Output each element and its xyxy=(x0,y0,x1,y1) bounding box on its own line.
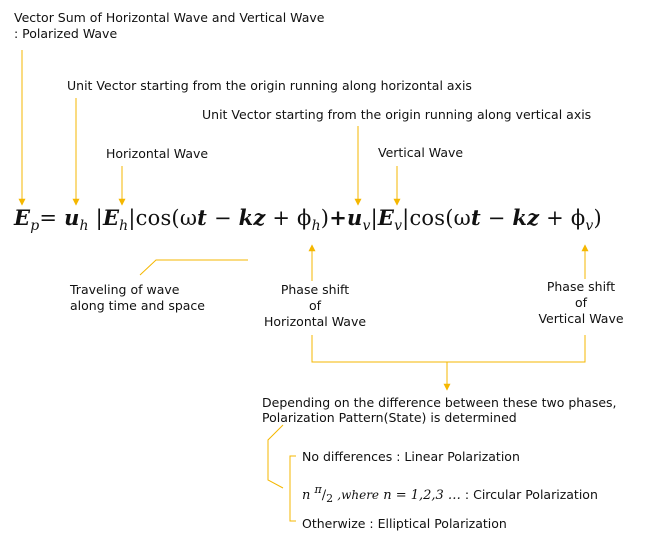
vertical-wave-label: Vertical Wave xyxy=(378,145,464,160)
phase-h-label-1: Phase shift xyxy=(280,282,350,297)
eq-sub-v1: v xyxy=(362,218,371,234)
eq-equals: = xyxy=(39,206,58,230)
eq-sub-v3: v xyxy=(585,218,594,234)
polarization-equation: Ep= uh |Eh|cos(ωt − kz + ϕh)+uv|Ev|cos(ω… xyxy=(14,205,602,234)
eq-sub-h1: h xyxy=(79,218,89,234)
traveling-connector xyxy=(139,259,248,276)
depending-label-1: Depending on the difference between thes… xyxy=(262,395,617,410)
elliptical-polarization-label: Otherwize : Elliptical Polarization xyxy=(302,516,507,531)
eq-e-v: E xyxy=(377,205,395,230)
circular-result: : Circular Polarization xyxy=(464,487,598,502)
eq-bar3: | xyxy=(370,206,378,230)
eq-sub-v2: v xyxy=(394,218,403,234)
eq-sub-h3: h xyxy=(311,218,321,234)
eq-cos-h: cos(ω xyxy=(135,206,198,230)
phase-v-label-2: of xyxy=(574,295,588,310)
phase-v-label-1: Phase shift xyxy=(546,279,616,294)
circular-condition: n π/2 ,where n = 1,2,3 … xyxy=(302,483,461,505)
eq-sub-p: p xyxy=(30,218,40,234)
eq-e: E xyxy=(14,205,31,230)
phase-v-label-3: Vertical Wave xyxy=(538,311,624,326)
circular-pi: π xyxy=(314,483,322,496)
eq-close-v: ) xyxy=(593,206,602,230)
circular-two: 2 xyxy=(326,492,334,505)
eq-sub-h2: h xyxy=(119,218,129,234)
traveling-label-1: Traveling of wave xyxy=(70,282,180,297)
phase-h-label-2: of xyxy=(308,298,322,313)
horizontal-wave-label: Horizontal Wave xyxy=(106,146,209,161)
eq-u-v: u xyxy=(346,205,363,230)
eq-minus-v: − xyxy=(480,206,513,230)
polarized-wave-label: : Polarized Wave xyxy=(14,26,118,41)
eq-bar4: | xyxy=(402,206,410,230)
unit-vector-horizontal-label: Unit Vector starting from the origin run… xyxy=(67,78,472,93)
traveling-label-2: along time and space xyxy=(70,298,205,313)
eq-e-h: E xyxy=(102,205,120,230)
eq-plus: + xyxy=(329,205,347,230)
circular-polarization-label: n π/2 ,where n = 1,2,3 … : Circular Pola… xyxy=(302,482,598,507)
circular-where: ,where xyxy=(337,488,380,502)
eq-bar2: | xyxy=(128,206,136,230)
eq-phi-h: + ϕ xyxy=(265,206,312,230)
circular-n: n xyxy=(302,488,311,503)
linear-polarization-label: No differences : Linear Polarization xyxy=(302,449,520,464)
depending-label-2: Polarization Pattern(State) is determine… xyxy=(262,410,517,425)
phase-bracket xyxy=(311,335,586,363)
phase-h-label-3: Horizontal Wave xyxy=(263,314,367,329)
vector-sum-label: Vector Sum of Horizontal Wave and Vertic… xyxy=(14,10,325,25)
eq-minus-h: − xyxy=(207,206,239,230)
eq-cos-v: cos(ω xyxy=(409,206,471,230)
depending-connector xyxy=(267,424,284,489)
eq-phi-v: + ϕ xyxy=(539,206,586,230)
eq-close-h: ) xyxy=(320,206,330,230)
eq-kz-h: kz xyxy=(238,205,266,230)
eq-u-h: u xyxy=(64,205,80,230)
unit-vector-vertical-label: Unit Vector starting from the origin run… xyxy=(202,107,592,122)
eq-t-h: t xyxy=(197,205,208,230)
eq-bar1: | xyxy=(95,206,103,230)
eq-t-v: t xyxy=(470,205,481,230)
circular-cond: n = 1,2,3 … xyxy=(383,488,461,503)
eq-kz-v: kz xyxy=(512,205,540,230)
cases-bracket xyxy=(289,455,296,522)
